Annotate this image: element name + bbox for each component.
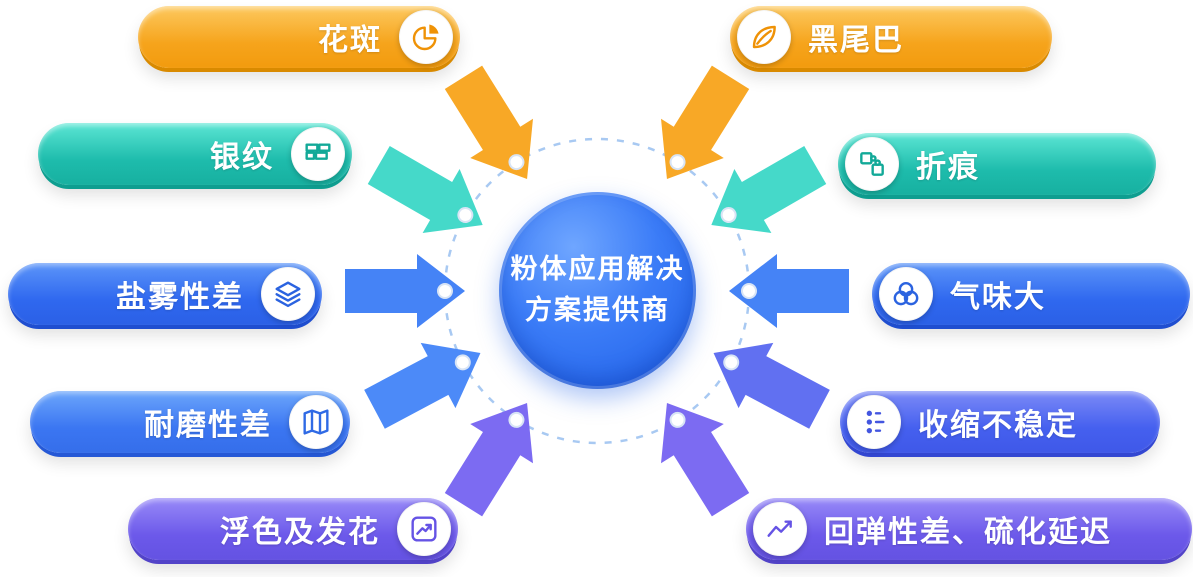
feature-pill: 花斑 — [138, 6, 460, 68]
arrow-upper-right — [711, 145, 827, 234]
pill-label: 耐磨性差 — [144, 408, 272, 443]
arc-dot — [457, 207, 474, 223]
pill-label: 折痕 — [916, 150, 980, 185]
arc-dot — [508, 411, 525, 428]
arrow-bottom-right — [661, 402, 750, 517]
arrow-top-left — [444, 65, 533, 180]
dots-icon — [847, 395, 901, 449]
feature-pill: 银纹 — [38, 123, 352, 185]
arrow-middle-right — [729, 254, 849, 328]
feature-pill: 回弹性差、硫化延迟 — [746, 498, 1192, 560]
arc-dot — [508, 154, 525, 171]
center-title-line1: 粉体应用解决 — [510, 254, 685, 285]
puzzle-icon — [845, 137, 899, 191]
pill-label: 浮色及发花 — [220, 515, 380, 550]
arrow-upper-left — [367, 145, 483, 234]
leaf-icon — [737, 10, 791, 64]
arrow-top-right — [661, 65, 750, 180]
feature-pill: 气味大 — [872, 263, 1190, 325]
arrow-lower-right — [713, 342, 830, 429]
arc-dot — [669, 411, 686, 428]
arc-dot — [669, 154, 686, 171]
feature-pill: 浮色及发花 — [128, 498, 458, 560]
arc-dot — [437, 283, 453, 299]
pill-label: 盐雾性差 — [116, 280, 244, 315]
arc-dot — [454, 354, 471, 371]
feature-pill: 盐雾性差 — [8, 263, 322, 325]
trend-up-icon — [397, 502, 451, 556]
circles-icon — [879, 267, 933, 321]
center-title-line2: 方案提供商 — [525, 294, 670, 326]
arrow-middle-left — [345, 254, 465, 328]
center-circle: 粉体应用解决 方案提供商 — [499, 192, 696, 389]
pill-label: 收缩不稳定 — [918, 408, 1078, 443]
map-icon — [289, 395, 343, 449]
pill-label: 回弹性差、硫化延迟 — [824, 515, 1112, 550]
chart-line-icon — [753, 502, 807, 556]
feature-pill: 收缩不稳定 — [840, 391, 1160, 453]
bricks-icon — [291, 127, 345, 181]
feature-pill: 耐磨性差 — [30, 391, 350, 453]
pill-label: 银纹 — [210, 140, 274, 175]
pill-label: 气味大 — [950, 280, 1046, 315]
arrow-bottom-left — [444, 402, 533, 517]
arc-dot — [720, 207, 737, 223]
pill-label: 黑尾巴 — [808, 23, 904, 58]
arc-dot — [723, 354, 740, 371]
arrow-lower-left — [364, 342, 481, 429]
pill-label: 花斑 — [318, 23, 382, 58]
pie-chart-icon — [399, 10, 453, 64]
feature-pill: 折痕 — [838, 133, 1156, 195]
layers-icon — [261, 267, 315, 321]
feature-pill: 黑尾巴 — [730, 6, 1052, 68]
arc-dot — [741, 283, 757, 299]
